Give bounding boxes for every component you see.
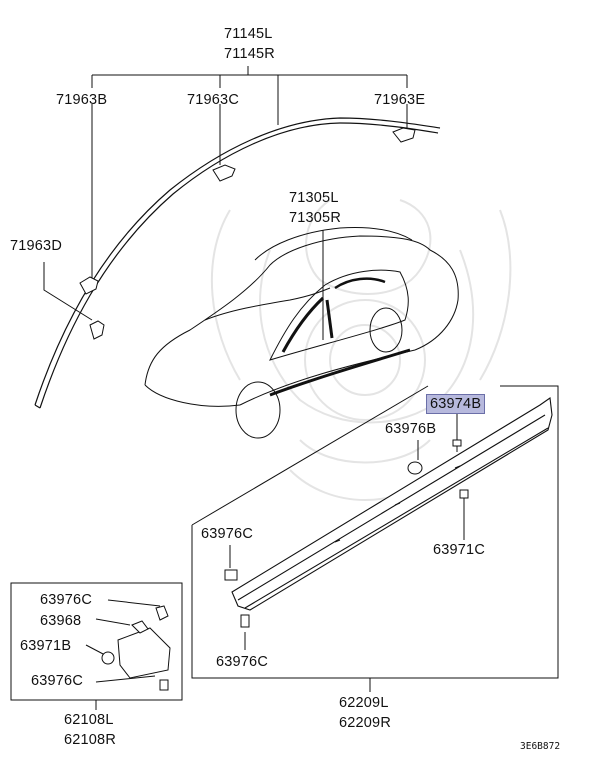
car-outline xyxy=(144,227,459,439)
label-clip-71963e[interactable]: 71963E xyxy=(374,92,426,108)
roof-clips xyxy=(79,127,416,340)
label-highlighted-63974b[interactable]: 63974B xyxy=(426,394,486,414)
label-clip-71963d[interactable]: 71963D xyxy=(10,238,62,254)
label-sill-r[interactable]: 62209R xyxy=(339,715,391,731)
label-clip-71963b[interactable]: 71963B xyxy=(56,92,108,108)
roof-molding xyxy=(34,117,441,409)
label-inset-63976c-top[interactable]: 63976C xyxy=(40,592,92,608)
label-roof-molding-l[interactable]: 71145L xyxy=(224,26,273,42)
callout-lines-top xyxy=(43,66,408,321)
label-mudguard-l[interactable]: 62108L xyxy=(64,712,114,728)
label-clip-63971c[interactable]: 63971C xyxy=(433,542,485,558)
label-roof-molding-r[interactable]: 71145R xyxy=(224,46,275,62)
label-mudguard-r[interactable]: 62108R xyxy=(64,732,116,748)
label-clip-63976c-bottom[interactable]: 63976C xyxy=(216,654,268,670)
label-clip-63976c-top[interactable]: 63976C xyxy=(201,526,253,542)
inset-box xyxy=(10,582,183,710)
label-inset-63968[interactable]: 63968 xyxy=(40,613,82,629)
mudguard-part xyxy=(101,605,171,691)
side-sill-molding xyxy=(231,397,553,611)
diagram-code: 3E6B872 xyxy=(520,741,561,752)
label-inset-63971b[interactable]: 63971B xyxy=(20,638,72,654)
label-clip-63976b[interactable]: 63976B xyxy=(385,421,437,437)
label-clip-71963c[interactable]: 71963C xyxy=(187,92,239,108)
label-inset-63976c-bottom[interactable]: 63976C xyxy=(31,673,83,689)
sill-frame xyxy=(191,385,559,692)
label-pillar-r[interactable]: 71305R xyxy=(289,210,341,226)
sill-clips xyxy=(224,413,469,650)
label-sill-l[interactable]: 62209L xyxy=(339,695,389,711)
label-pillar-l[interactable]: 71305L xyxy=(289,190,339,206)
